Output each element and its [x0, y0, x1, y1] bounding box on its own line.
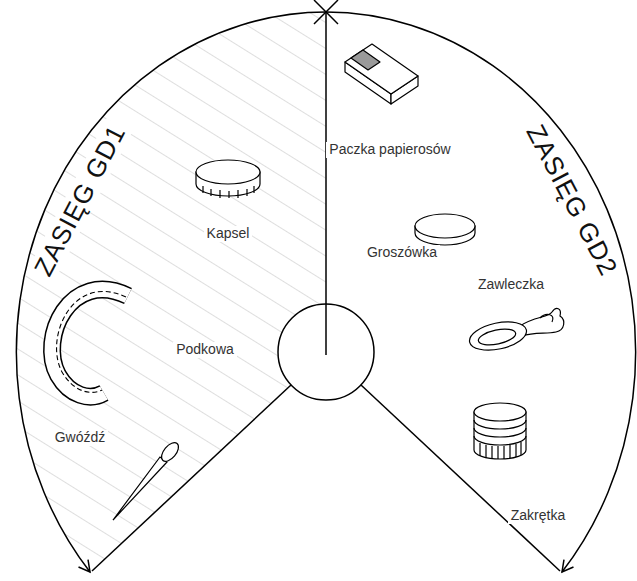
sector-lines-part: [314, 0, 338, 24]
cigarette-pack-icon: [345, 44, 418, 104]
range-arcs-part: [16, 12, 326, 572]
cigarette-pack-icon-part: [351, 50, 380, 70]
horseshoe-icon: [52, 290, 128, 397]
coin-icon: [415, 214, 475, 245]
nail-icon-part: [158, 440, 181, 465]
bottle-cap-icon-part: [203, 186, 254, 198]
pull-tab-icon-part: [477, 326, 517, 348]
bottle-cap-icon-part: [196, 160, 260, 184]
item-label: Gwóźdź: [52, 430, 109, 445]
screw-cap-icon-part: [480, 442, 521, 459]
detector-center: [278, 304, 374, 400]
nail-icon: [113, 440, 182, 520]
item-label: Paczka papierosów: [326, 142, 453, 157]
screw-cap-icon: [474, 403, 526, 459]
item-label: Kapsel: [204, 226, 253, 241]
sector-lines: [92, 0, 560, 571]
horseshoe-icon-part: [52, 290, 128, 397]
bottle-cap-icon: [196, 160, 260, 198]
screw-cap-icon-part: [474, 420, 526, 445]
range-arcs: [16, 12, 635, 572]
horseshoe-icon-part: [52, 290, 128, 397]
pull-tab-icon-part: [467, 317, 529, 354]
screw-cap-icon-part: [474, 403, 526, 421]
cigarette-pack-icon-part: [345, 44, 418, 94]
pull-tab-icon-part: [540, 315, 553, 322]
item-label: Podkowa: [173, 342, 237, 357]
coin-icon-part: [415, 214, 475, 238]
range-arcs-part: [326, 12, 636, 572]
detector-center-part: [278, 304, 374, 400]
item-label: Zakrętka: [508, 508, 568, 523]
sector-lines-part: [314, 0, 338, 24]
sector-lines-part: [361, 385, 560, 571]
nail-icon-part: [113, 457, 167, 520]
item-label: Zawleczka: [475, 277, 547, 292]
detector-center-part: [325, 304, 327, 355]
horseshoe-icon-part: [57, 291, 126, 392]
pull-tab-icon: [467, 309, 564, 355]
item-label: Groszówka: [364, 245, 440, 260]
range-label: ZASIĘG GD2: [520, 118, 624, 282]
sector-lines-part: [92, 385, 291, 571]
